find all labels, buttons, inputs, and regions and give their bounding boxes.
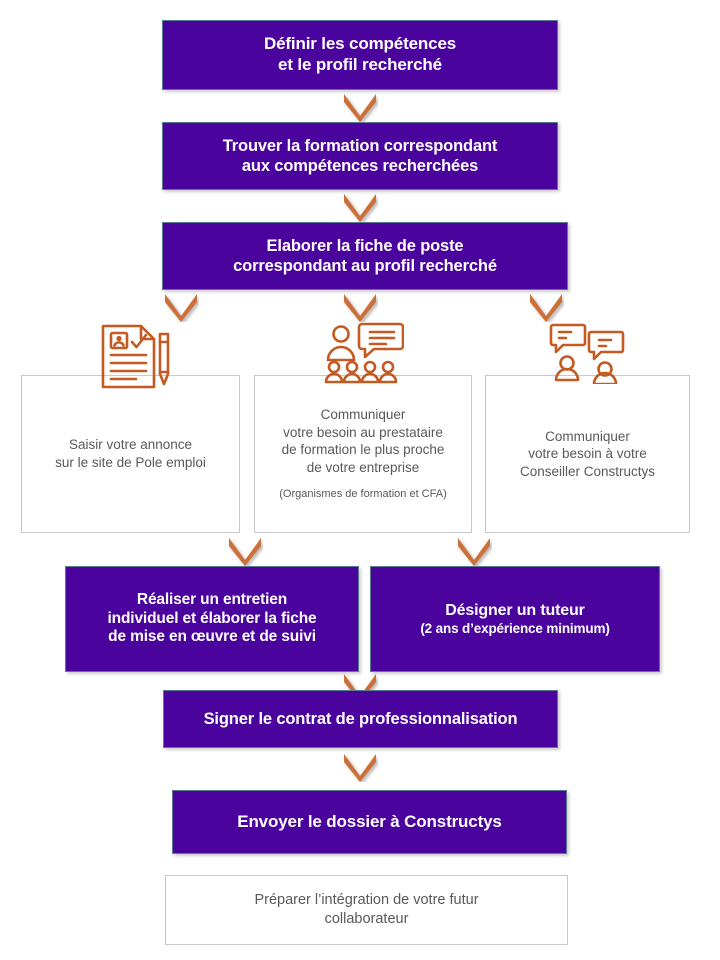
step-6-box[interactable]: Signer le contrat de professionnalisatio… bbox=[163, 690, 558, 748]
step-5-line-1: Désigner un tuteur bbox=[445, 601, 585, 619]
branch-right-line-3: Conseiller Constructys bbox=[519, 463, 656, 479]
step-8-box[interactable]: Préparer l’intégration de votre futur co… bbox=[165, 875, 568, 945]
document-person-pencil-icon bbox=[101, 324, 170, 389]
step-5-line-2: (2 ans d’expérience minimum) bbox=[420, 621, 610, 637]
arrow-branch-right-step5 bbox=[456, 536, 492, 566]
arrow-step6-step7 bbox=[342, 752, 378, 782]
arrow-branch-middle-step4 bbox=[227, 536, 263, 566]
arrow-step1-step2 bbox=[342, 92, 378, 122]
step-8-line-1: Préparer l’intégration de votre futur bbox=[254, 892, 479, 909]
step-6-line-1: Signer le contrat de professionnalisatio… bbox=[203, 709, 518, 728]
step-2-line-2: aux compétences recherchées bbox=[241, 157, 479, 175]
arrow-step2-step3 bbox=[342, 192, 378, 222]
arrow-step3-branch-left bbox=[163, 292, 199, 322]
arrow-step3-branch-right bbox=[528, 292, 564, 322]
step-3-line-1: Elaborer la fiche de poste bbox=[266, 236, 464, 255]
step-1-line-1: Définir les compétences bbox=[263, 34, 457, 54]
step-7-box[interactable]: Envoyer le dossier à Constructys bbox=[172, 790, 567, 854]
step-7-line-1: Envoyer le dossier à Constructys bbox=[237, 811, 502, 831]
arrow-step3-branch-middle bbox=[342, 292, 378, 322]
step-8-line-2: collaborateur bbox=[324, 911, 409, 927]
branch-right-line-1: Communiquer bbox=[545, 428, 630, 444]
branch-right-box[interactable]: Communiquer votre besoin à votre Conseil… bbox=[485, 375, 690, 533]
step-5-box[interactable]: Désigner un tuteur (2 ans d’expérience m… bbox=[370, 566, 660, 672]
branch-left-box[interactable]: Saisir votre annonce sur le site de Pole… bbox=[21, 375, 240, 533]
branch-middle-line-3: de formation le plus proche bbox=[281, 442, 445, 458]
branch-left-line-2: sur le site de Pole emploi bbox=[55, 455, 206, 470]
step-3-box[interactable]: Elaborer la fiche de poste correspondant… bbox=[162, 222, 568, 290]
branch-middle-line-1: Communiquer bbox=[320, 407, 406, 423]
step-2-line-1: Trouver la formation correspondant bbox=[222, 136, 498, 155]
branch-middle-line-4: de votre entreprise bbox=[306, 459, 420, 475]
two-people-speech-bubbles-icon bbox=[549, 323, 625, 384]
step-1-box[interactable]: Définir les compétences et le profil rec… bbox=[162, 20, 558, 90]
step-4-line-1: Réaliser un entretien bbox=[136, 590, 288, 608]
step-3-line-2: correspondant au profil recherché bbox=[233, 257, 497, 275]
step-4-line-3: de mise en œuvre et de suivi bbox=[108, 628, 316, 646]
branch-middle-note: (Organismes de formation et CFA) bbox=[279, 488, 447, 501]
branch-right-line-2: votre besoin à votre bbox=[528, 446, 647, 462]
step-1-line-2: et le profil recherché bbox=[278, 55, 442, 74]
branch-middle-line-2: votre besoin au prestataire bbox=[283, 424, 443, 440]
branch-left-line-1: Saisir votre annonce bbox=[68, 437, 193, 453]
presenter-audience-speech-icon bbox=[324, 322, 404, 384]
step-2-box[interactable]: Trouver la formation correspondant aux c… bbox=[162, 122, 558, 190]
step-4-box[interactable]: Réaliser un entretien individuel et élab… bbox=[65, 566, 359, 672]
step-4-line-2: individuel et élaborer la fiche bbox=[107, 609, 317, 627]
branch-middle-box[interactable]: Communiquer votre besoin au prestataire … bbox=[254, 375, 472, 533]
